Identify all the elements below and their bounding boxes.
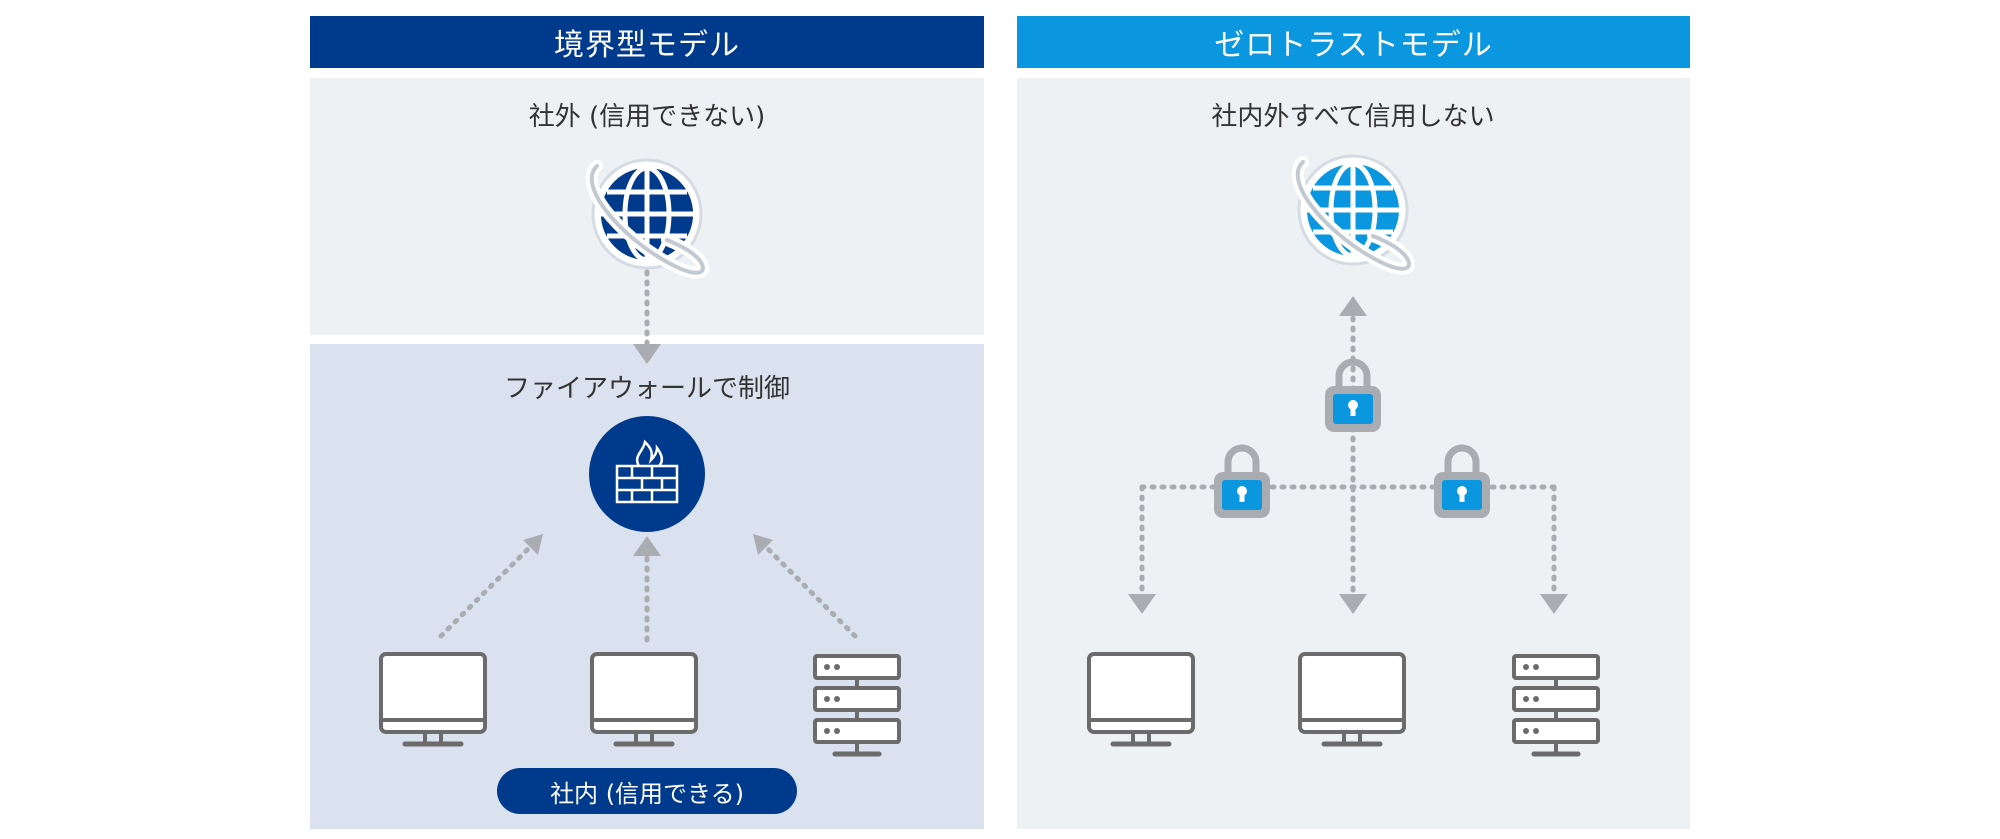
server-icon: [1514, 656, 1598, 754]
lock-icon: [1434, 448, 1490, 518]
firewall-control-label: ファイアウォールで制御: [503, 374, 791, 404]
arrow-icon: [1128, 594, 1156, 614]
server-icon: [815, 656, 899, 754]
no-trust-label: 社内外すべて信用しない: [1211, 102, 1495, 132]
perimeter-model-header: 境界型モデル: [310, 16, 984, 68]
arrow-icon: [1339, 594, 1367, 614]
monitor-icon: [1300, 654, 1404, 744]
arrow-icon: [1339, 296, 1367, 316]
monitor-icon: [381, 654, 485, 744]
arrow-icon: [753, 534, 858, 639]
lock-icon: [1214, 448, 1270, 518]
globe-grid: [585, 160, 709, 279]
arrow-icon: [438, 534, 543, 639]
outside-untrusted-label: 社外 (信用できない): [528, 102, 766, 132]
arrow-icon: [633, 269, 661, 364]
globe-icon: [1291, 154, 1415, 275]
zero-trust-model-header: ゼロトラストモデル: [1017, 16, 1690, 68]
arrow-icon: [1540, 594, 1568, 614]
inside-trusted-badge: 社内 (信用できる): [497, 768, 797, 814]
monitor-icon: [592, 654, 696, 744]
firewall-icon: [589, 416, 705, 532]
arrow-icon: [633, 536, 661, 643]
monitor-icon: [1089, 654, 1193, 744]
